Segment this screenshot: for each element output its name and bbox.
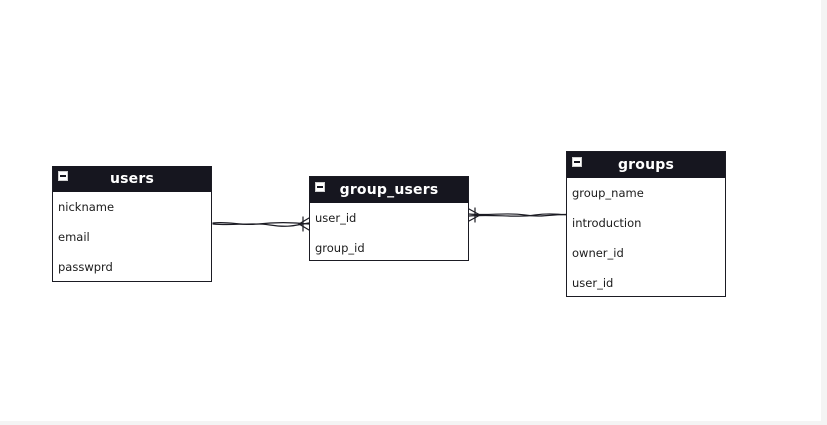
entity-title: users: [109, 171, 155, 187]
field-label: owner_id: [572, 246, 624, 260]
minus-box-icon[interactable]: [58, 171, 68, 181]
field-label: introduction: [572, 216, 642, 230]
entity-header[interactable]: group_users: [310, 177, 468, 203]
minus-box-icon[interactable]: [315, 182, 325, 192]
field-label: user_id: [315, 211, 357, 225]
entity-title: group_users: [339, 182, 439, 198]
entity-group-users[interactable]: group_users user_id group_id: [309, 176, 469, 261]
crows-foot-groups-side: [468, 208, 482, 222]
entity-field[interactable]: group_id: [310, 233, 468, 263]
entity-field[interactable]: owner_id: [567, 238, 725, 268]
entity-field[interactable]: group_name: [567, 178, 725, 208]
entity-field[interactable]: user_id: [310, 203, 468, 233]
entity-field[interactable]: passwprd: [53, 252, 211, 282]
minus-box-icon[interactable]: [572, 157, 582, 167]
relation-users-group-users-line-2: [212, 222, 310, 227]
entity-users[interactable]: users nickname email passwprd: [52, 166, 212, 282]
canvas-bottom-edge: [0, 421, 827, 425]
relation-groups-group-users-line[interactable]: [468, 213, 572, 217]
entity-field[interactable]: nickname: [53, 192, 211, 222]
entity-header[interactable]: groups: [567, 152, 725, 178]
field-label: passwprd: [58, 260, 113, 274]
entity-title: groups: [617, 157, 675, 173]
entity-groups[interactable]: groups group_name introduction owner_id …: [566, 151, 726, 297]
crows-foot-users-side: [297, 217, 310, 231]
entity-field[interactable]: email: [53, 222, 211, 252]
canvas-right-edge: [821, 0, 827, 425]
relation-users-group-users-line[interactable]: [212, 221, 310, 226]
field-label: group_name: [572, 186, 644, 200]
field-label: user_id: [572, 276, 614, 290]
entity-field[interactable]: introduction: [567, 208, 725, 238]
relation-groups-group-users-line-2: [468, 213, 572, 217]
entity-field[interactable]: user_id: [567, 268, 725, 298]
field-label: email: [58, 230, 90, 244]
field-label: group_id: [315, 241, 365, 255]
entity-header[interactable]: users: [53, 166, 211, 192]
field-label: nickname: [58, 200, 115, 214]
